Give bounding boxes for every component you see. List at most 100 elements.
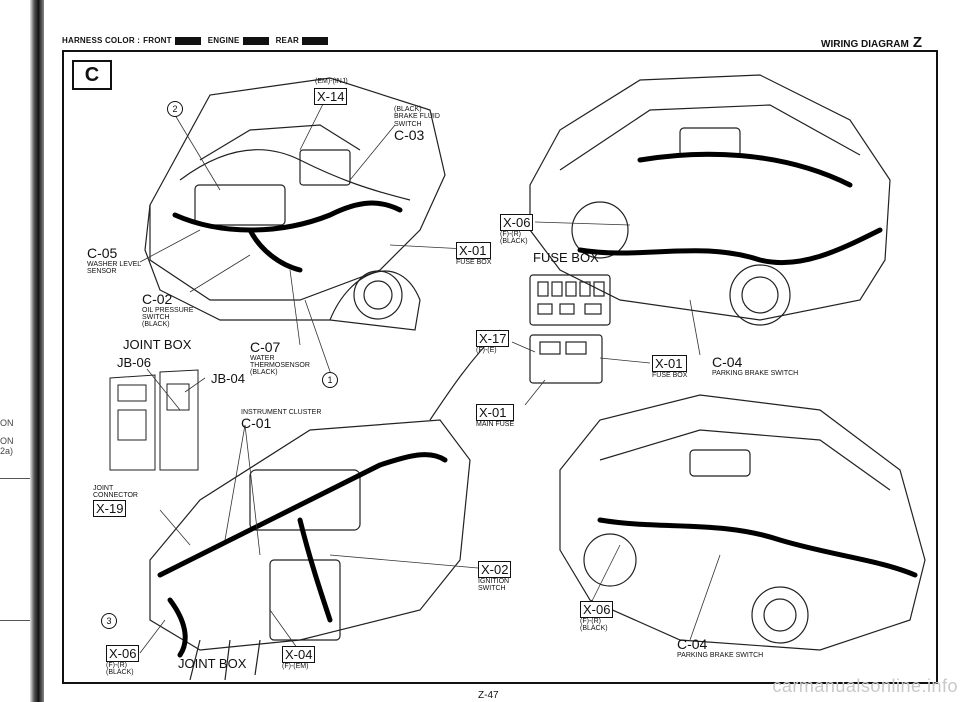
c07-desc-line: WATER (250, 354, 275, 362)
ignition-switch-callout: X-02 IGNITION SWITCH (478, 561, 512, 593)
diagram-frame (62, 50, 938, 684)
connector-x02: X-02 (478, 561, 512, 578)
x06-desc-line: (BLACK) (580, 625, 608, 633)
x06-desc-line: (BLACK) (106, 669, 134, 677)
sedan-harness (597, 517, 918, 578)
x01-fuse-box-desc: FUSE BOX (456, 259, 492, 266)
joint-box-bottom-title: JOINT BOX (178, 656, 247, 671)
c07-desc-line: THERMOSENSOR (250, 362, 310, 370)
hatchback-harness (577, 151, 883, 266)
connector-x04: X-04 (282, 646, 316, 663)
fuse-box-drawing (529, 274, 611, 384)
x06-desc-line: (F)-(R) (500, 231, 521, 238)
sedan-drawing (559, 394, 926, 651)
instrument-cluster-callout: INSTRUMENT CLUSTER C-01 (241, 409, 321, 431)
x06-desc-line: (BLACK) (500, 238, 528, 246)
edge-divider (0, 478, 30, 479)
c02-desc-line: (BLACK) (142, 321, 170, 329)
connector-c01: C-01 (241, 415, 272, 432)
page-title-letter: Z (912, 34, 922, 51)
fuse-box-x01-callout: X-01 FUSE BOX (456, 242, 492, 266)
dashboard-harness (157, 452, 448, 658)
edge-fragment: ON (0, 436, 14, 446)
page-header: HARNESS COLOR : FRONT ENGINE REAR WIRING… (62, 34, 936, 51)
c02-desc-line: SWITCH (142, 314, 170, 322)
sedan-x06-callout: X-06 (F)-(R) (BLACK) (580, 601, 614, 633)
c05-desc-line: WASHER LEVEL (87, 260, 142, 268)
c03-desc-line: (BLACK) (394, 106, 422, 113)
connector-c05: C-05 (87, 245, 118, 261)
connector-x01: X-01 (476, 404, 515, 421)
connector-c03: C-03 (394, 127, 425, 144)
joint-connector-callout: JOINT CONNECTOR X-19 (93, 485, 138, 517)
front-engine-x17-callout: X-17 (F)-(E) (476, 330, 510, 354)
page-title-text: WIRING DIAGRAM (821, 39, 909, 50)
connector-x06: X-06 (500, 214, 534, 231)
main-fuse-x01-callout: X-01 MAIN FUSE (476, 404, 515, 428)
x02-desc-line: IGNITION (478, 578, 510, 585)
joint-connector-desc: JOINT (93, 485, 114, 492)
hatchback-drawing (529, 74, 891, 326)
connector-c02: C-02 (142, 291, 173, 307)
rear-harness-x06-callout: X-06 (F)-(R) (BLACK) (500, 214, 534, 246)
page-number: Z-47 (478, 690, 499, 701)
section-label: C (72, 60, 112, 90)
connector-c04: C-04 (712, 354, 743, 370)
connector-x01: X-01 (456, 242, 492, 259)
water-thermosensor-callout: C-07 WATER THERMOSENSOR (BLACK) (250, 340, 310, 377)
harness-engine-label: ENGINE (207, 36, 240, 45)
fuse-box-x01b-callout: X-01 FUSE BOX (652, 355, 688, 379)
connector-x17: X-17 (476, 330, 510, 347)
binding-spine (30, 0, 44, 702)
connector-x01: X-01 (652, 355, 688, 372)
em-inj-label: (EM)-(INJ) (315, 78, 348, 85)
x06-desc-line: (F)-(R) (106, 662, 127, 669)
callout-number-3: 3 (101, 613, 117, 629)
x17-desc: (F)-(E) (476, 347, 497, 354)
c02-desc-line: OIL PRESSURE (142, 306, 194, 314)
watermark: carmanualsonline.info (772, 676, 958, 696)
c05-desc-line: SENSOR (87, 268, 117, 276)
connector-x06: X-06 (106, 645, 140, 662)
joint-connector-desc: CONNECTOR (93, 492, 138, 500)
callout-number-2: 2 (167, 101, 183, 117)
joint-box-drawing (109, 369, 199, 471)
bottom-x06-callout: X-06 (F)-(R) (BLACK) (106, 645, 140, 677)
engine-bay-drawing (144, 77, 446, 331)
front-swatch (174, 36, 201, 45)
edge-fragment: ON (0, 418, 14, 428)
front-em-x04-callout: X-04 (F)-(EM) (282, 646, 316, 670)
harness-rear-label: REAR (275, 36, 300, 45)
edge-fragment: 2a) (0, 446, 14, 456)
harness-color-prefix: HARNESS COLOR : (62, 36, 141, 45)
connector-x06: X-06 (580, 601, 614, 618)
c04-desc: PARKING BRAKE SWITCH (677, 651, 764, 659)
rear-swatch (302, 36, 329, 45)
brake-fluid-switch-callout: (BLACK) BRAKE FLUID SWITCH C-03 (394, 106, 440, 143)
c03-desc-line: BRAKE FLUID (394, 113, 440, 121)
washer-level-sensor-callout: C-05 WASHER LEVEL SENSOR (87, 246, 141, 275)
junction-jb04: JB-04 (211, 371, 245, 386)
instrument-cluster-desc: INSTRUMENT CLUSTER (241, 409, 322, 416)
joint-box-title: JOINT BOX (123, 337, 192, 352)
oil-pressure-switch-callout: C-02 OIL PRESSURE SWITCH (BLACK) (142, 292, 193, 329)
engine-swatch (242, 36, 269, 45)
leader-lines (139, 89, 721, 654)
connector-x19: X-19 (93, 499, 127, 517)
harness-color-legend: HARNESS COLOR : FRONT ENGINE REAR (62, 36, 332, 45)
c04-desc: PARKING BRAKE SWITCH (712, 369, 799, 377)
c07-desc-line: (BLACK) (250, 369, 278, 377)
junction-jb06: JB-06 (117, 355, 151, 370)
x06-desc-line: (F)-(R) (580, 618, 601, 625)
harness-front-label: FRONT (143, 36, 172, 45)
x01b-fuse-box-desc: FUSE BOX (652, 372, 688, 379)
connector-x14: X-14 (314, 88, 348, 105)
parking-brake-switch-callout: C-04 PARKING BRAKE SWITCH (712, 355, 798, 377)
engine-harness (172, 200, 403, 273)
sedan-parking-brake-callout: C-04 PARKING BRAKE SWITCH (677, 637, 763, 659)
x04-desc: (F)-(EM) (282, 663, 309, 670)
connector-c07: C-07 (250, 339, 281, 355)
edge-divider (0, 620, 30, 621)
